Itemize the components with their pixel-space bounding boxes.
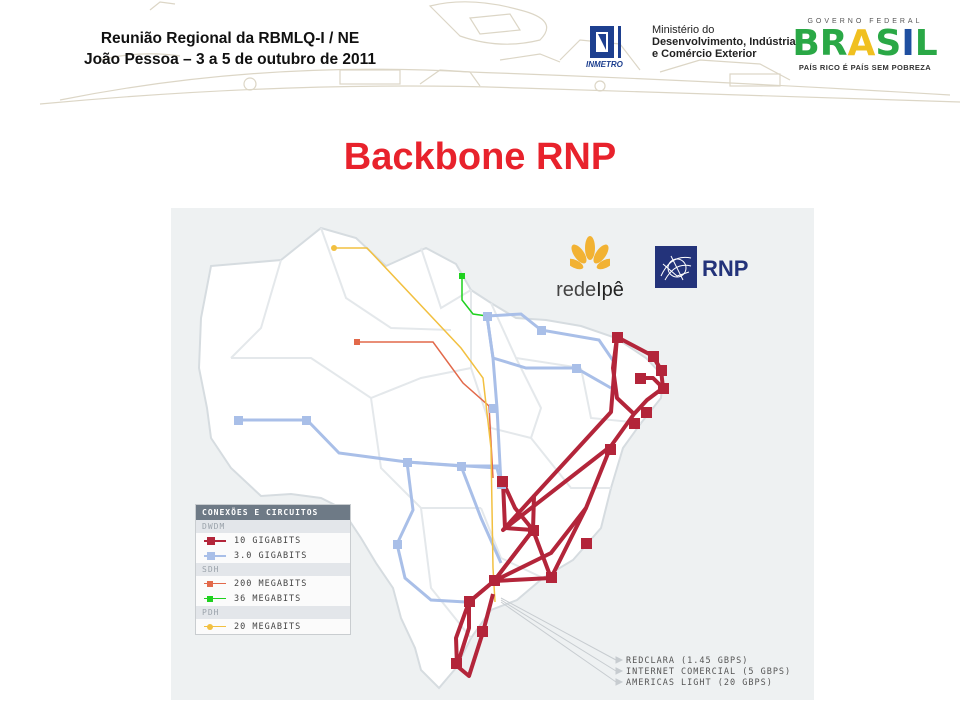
- header-building-sketch: [39, 1, 960, 105]
- green-node: [459, 273, 465, 279]
- ipe-flower-icon: [566, 236, 614, 270]
- exit-redclara: REDCLARA (1.45 GBPS): [626, 656, 749, 666]
- inmetro-emblem-icon: [590, 26, 621, 58]
- rnp-wordmark: RNP: [702, 256, 749, 281]
- yellow-20mbps-link: [334, 247, 496, 603]
- legend-item-200-megabits: 200 MEGABITS: [196, 576, 350, 591]
- exit-americas-light: AMERICAS LIGHT (20 GBPS): [626, 678, 773, 688]
- blue-3gbps-links: [238, 312, 616, 604]
- state-borders: [230, 227, 642, 639]
- event-title-line1: Reunião Regional da RBMLQ-I / NE: [100, 30, 360, 47]
- blue-line-swatch: [204, 551, 226, 560]
- green-line-swatch: [204, 595, 226, 603]
- ministry-line3: e Comércio Exterior: [652, 48, 757, 60]
- redeipe-wordmark: redeIpê: [555, 279, 625, 302]
- slide-header: Reunião Regional da RBMLQ-I / NE João Pe…: [0, 0, 960, 110]
- slide-title: Backbone RNP: [343, 136, 617, 178]
- ministry-line1: Ministério do: [652, 24, 715, 36]
- green-36mbps-link: [461, 276, 488, 317]
- legend-label: 200 MEGABITS: [234, 578, 308, 589]
- red-nodes: [451, 332, 669, 669]
- redeipe-part1: rede: [556, 279, 597, 301]
- event-title-line2: João Pessoa – 3 a 5 de outubro de 2011: [83, 51, 377, 68]
- legend-label: 20 MEGABITS: [234, 621, 302, 632]
- legend-group-sdh: SDH: [196, 563, 350, 576]
- ministry-name: Ministério do Desenvolvimento, Indústria…: [652, 24, 796, 60]
- inmetro-logo: INMETRO: [584, 22, 648, 77]
- brasil-wordmark: BRASIL: [792, 23, 938, 64]
- orange-200mbps-link: [357, 341, 494, 479]
- legend-item-20-megabits: 20 MEGABITS: [196, 619, 350, 634]
- redeipe-part2: Ipê: [596, 279, 624, 301]
- rnp-logo: RNP: [655, 246, 748, 295]
- legend-title: CONEXÕES E CIRCUITOS: [196, 505, 350, 520]
- legend-group-pdh: PDH: [196, 606, 350, 619]
- brazil-map: [197, 226, 669, 690]
- inmetro-label: INMETRO: [586, 60, 623, 69]
- connections-legend: CONEXÕES E CIRCUITOS DWDM 10 GIGABITS 3.…: [195, 504, 351, 635]
- legend-label: 36 MEGABITS: [234, 593, 302, 604]
- legend-label: 3.0 GIGABITS: [234, 550, 308, 561]
- red-line-swatch: [204, 536, 226, 545]
- exit-internet-comercial: INTERNET COMERCIAL (5 GBPS): [626, 667, 792, 677]
- orange-line-swatch: [204, 580, 226, 588]
- exit-arrows: [500, 597, 624, 686]
- event-title: Reunião Regional da RBMLQ-I / NE João Pe…: [20, 28, 440, 70]
- orange-node: [354, 339, 360, 345]
- legend-item-3-gigabits: 3.0 GIGABITS: [196, 548, 350, 563]
- legend-label: 10 GIGABITS: [234, 535, 302, 546]
- yellow-line-swatch: [204, 623, 226, 631]
- international-exits: REDCLARA (1.45 GBPS) INTERNET COMERCIAL …: [626, 656, 791, 689]
- gov-label: GOVERNO FEDERAL: [807, 18, 923, 25]
- brasil-slogan: PAÍS RICO É PAÍS SEM POBREZA: [798, 63, 932, 72]
- ministry-line2: Desenvolvimento, Indústria: [652, 36, 796, 48]
- legend-item-36-megabits: 36 MEGABITS: [196, 591, 350, 606]
- rnp-emblem-icon: [655, 246, 697, 288]
- yellow-node: [331, 245, 337, 251]
- redeipe-logo: redeIpê: [555, 234, 625, 302]
- governo-federal-logo: GOVERNO FEDERAL BRASIL PAÍS RICO É PAÍS …: [792, 18, 938, 72]
- legend-item-10-gigabits: 10 GIGABITS: [196, 533, 350, 548]
- legend-group-dwdm: DWDM: [196, 520, 350, 533]
- backbone-map: redeIpê RNP CONEXÕES E CIRCUITOS DWDM 10…: [171, 208, 814, 700]
